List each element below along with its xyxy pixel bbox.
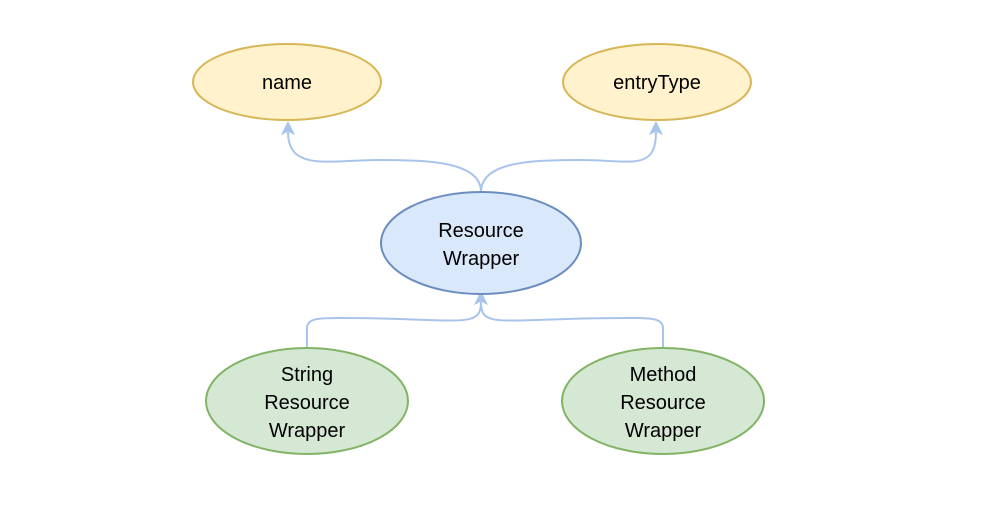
edge-method-to-resource-wrapper — [480, 301, 664, 347]
node-entrytype-shape — [562, 43, 752, 121]
node-method-resource-wrapper-shape — [561, 347, 765, 455]
node-resource-wrapper-label-line-2: Wrapper — [443, 248, 520, 270]
node-method-resource-wrapper-label-line-3: Wrapper — [625, 420, 702, 442]
edges — [280, 120, 664, 347]
edge-resource-wrapper-to-name — [287, 131, 482, 193]
node-method-resource-wrapper: Method Resource Wrapper — [561, 347, 765, 455]
node-method-resource-wrapper-label-line-1: Method — [630, 364, 697, 386]
node-entrytype-label: entryType — [613, 72, 701, 94]
node-resource-wrapper-shape — [380, 191, 582, 295]
node-resource-wrapper-label-line-1: Resource — [438, 220, 524, 242]
node-string-resource-wrapper-label-line-1: String — [281, 364, 333, 386]
node-string-resource-wrapper-label-line-3: Wrapper — [269, 420, 346, 442]
edge-string-to-resource-wrapper — [306, 301, 482, 347]
node-string-resource-wrapper: String Resource Wrapper — [205, 347, 409, 455]
node-resource-wrapper: Resource Wrapper — [380, 191, 582, 295]
edge-resource-wrapper-to-entrytype — [480, 131, 657, 193]
arrowhead-entrytype — [648, 120, 664, 136]
node-string-resource-wrapper-shape — [205, 347, 409, 455]
node-method-resource-wrapper-label-line-2: Resource — [620, 392, 706, 414]
node-entrytype: entryType — [562, 43, 752, 121]
node-name-shape — [192, 43, 382, 121]
arrowhead-name — [280, 120, 296, 136]
node-name-label: name — [262, 72, 312, 94]
node-string-resource-wrapper-label-line-2: Resource — [264, 392, 350, 414]
arrowhead-resource-wrapper — [473, 290, 489, 306]
node-name: name — [192, 43, 382, 121]
